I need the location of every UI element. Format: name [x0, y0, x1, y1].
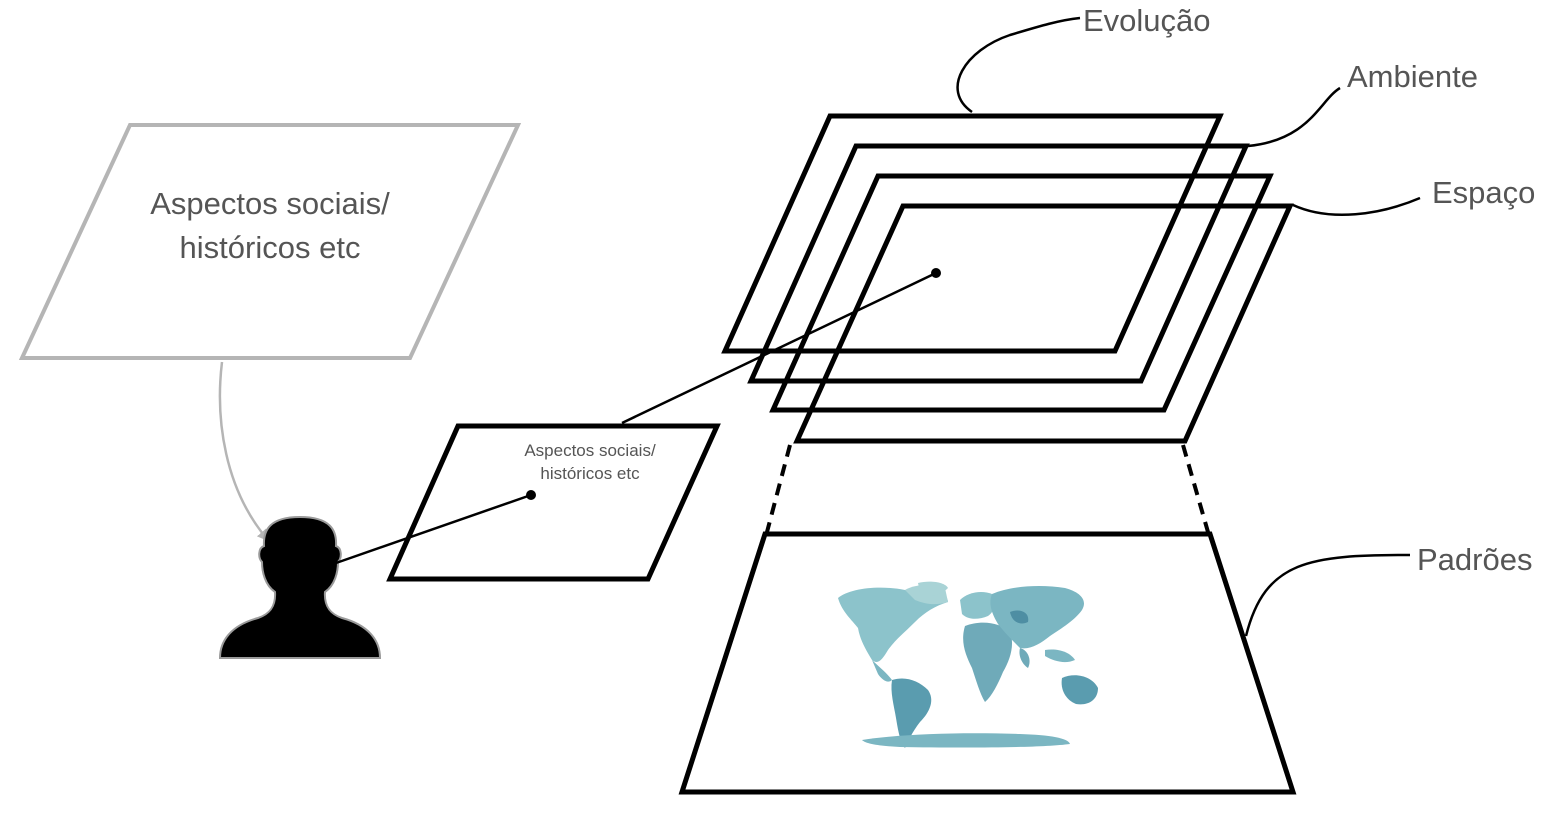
influence-arrow: [218, 361, 270, 542]
social-historical-frame-small: Aspectos sociais/ históricos etc: [386, 423, 721, 582]
layer-evolucao: [721, 113, 1224, 354]
small-frame-outline: [386, 423, 721, 582]
label-espaco: Espaço: [1432, 175, 1535, 210]
social-historical-frame-large: Aspectos sociais/ históricos etc: [18, 123, 522, 360]
layer-stack: [721, 113, 1294, 444]
label-ambiente: Ambiente: [1347, 59, 1478, 94]
person-icon: [218, 515, 382, 659]
leader-espaco: [1292, 196, 1421, 217]
dashed-connector-right: [1181, 444, 1210, 533]
sight-line-near: [335, 493, 532, 565]
small-frame-text-line1: Aspectos sociais/: [524, 441, 656, 460]
label-evolucao: Evolução: [1083, 3, 1211, 38]
large-frame-text-line1: Aspectos sociais/: [150, 186, 390, 221]
patterns-frame: [678, 531, 1297, 795]
large-frame-outline: [18, 123, 522, 360]
sight-point-far: [931, 268, 941, 278]
layer-top: [793, 203, 1294, 444]
sight-line-far: [621, 271, 937, 425]
large-frame-text-line2: históricos etc: [180, 230, 361, 265]
leader-ambiente: [1247, 86, 1341, 148]
world-map-image: [838, 581, 1098, 748]
leader-padroes: [1244, 553, 1411, 637]
layer-espaco: [769, 173, 1274, 413]
sight-point-near: [526, 490, 536, 500]
dashed-connector-left: [765, 444, 792, 533]
layer-ambiente: [747, 143, 1250, 384]
label-padroes: Padrões: [1417, 542, 1532, 577]
small-frame-text-line2: históricos etc: [540, 464, 640, 483]
leader-evolucao: [956, 16, 1081, 114]
